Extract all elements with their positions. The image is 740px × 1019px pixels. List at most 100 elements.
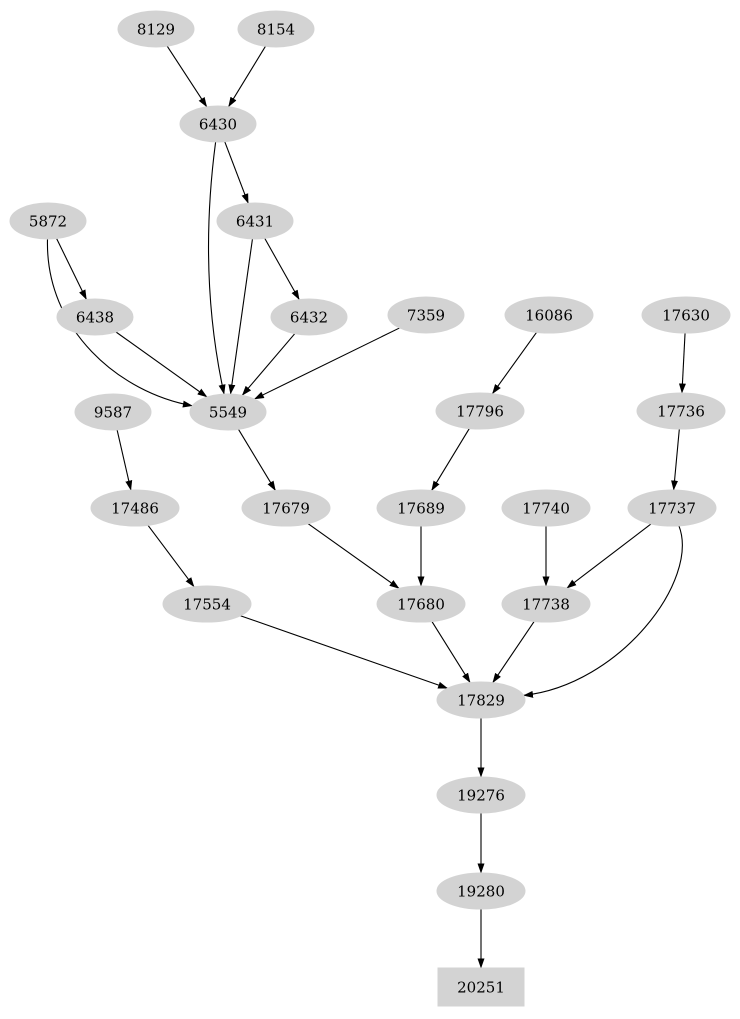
graph-node-17680: 17680 <box>376 585 466 623</box>
node-label-20251: 20251 <box>457 978 505 996</box>
edge-17796-17689 <box>431 428 470 491</box>
node-label-9587: 9587 <box>94 403 132 421</box>
graph-node-17829: 17829 <box>436 681 526 719</box>
node-label-7359: 7359 <box>407 306 445 324</box>
graph-node-17486: 17486 <box>90 489 180 527</box>
node-ellipse-16086 <box>504 296 594 334</box>
node-label-17554: 17554 <box>183 595 231 613</box>
node-label-8129: 8129 <box>137 20 175 38</box>
edge-9587-17486 <box>116 429 133 491</box>
graph-node-6432: 6432 <box>270 298 348 336</box>
node-ellipse-19280 <box>436 872 526 910</box>
edge-6431-5549 <box>228 238 254 395</box>
node-label-17486: 17486 <box>111 499 159 517</box>
graph-node-5549: 5549 <box>189 393 267 431</box>
node-label-5549: 5549 <box>209 403 247 421</box>
node-ellipse-5549 <box>189 393 267 431</box>
node-ellipse-17737 <box>627 489 717 527</box>
graph-node-17737: 17737 <box>627 489 717 527</box>
node-ellipse-6431 <box>216 202 294 240</box>
edge-17737-17738 <box>566 523 652 589</box>
node-ellipse-6432 <box>270 298 348 336</box>
node-label-17689: 17689 <box>397 499 445 517</box>
graph-node-17679: 17679 <box>241 489 331 527</box>
node-ellipse-17554 <box>162 585 252 623</box>
node-ellipse-17630 <box>641 296 731 334</box>
graph-node-7359: 7359 <box>387 296 465 334</box>
node-ellipse-19276 <box>436 776 526 814</box>
graph-node-8129: 8129 <box>117 10 195 48</box>
node-ellipse-17679 <box>241 489 331 527</box>
node-label-17737: 17737 <box>648 499 696 517</box>
graph-node-17796: 17796 <box>435 392 525 430</box>
edge-5549-17679 <box>237 429 276 491</box>
node-label-17736: 17736 <box>657 402 705 420</box>
node-box-20251 <box>437 967 525 1007</box>
edge-8154-6430 <box>228 46 266 108</box>
graph-node-16086: 16086 <box>504 296 594 334</box>
node-label-17738: 17738 <box>522 595 570 613</box>
node-label-8154: 8154 <box>257 20 295 38</box>
edge-17554-17829 <box>240 615 449 689</box>
node-label-6438: 6438 <box>76 308 114 326</box>
node-ellipse-8129 <box>117 10 195 48</box>
node-label-17680: 17680 <box>397 595 445 613</box>
graph-node-5872: 5872 <box>9 202 87 240</box>
graph-node-20251: 20251 <box>437 967 525 1007</box>
node-ellipse-9587 <box>74 393 152 431</box>
node-ellipse-6438 <box>56 298 134 336</box>
node-label-17679: 17679 <box>262 499 310 517</box>
edge-17680-17829 <box>431 621 471 683</box>
node-ellipse-17740 <box>501 489 591 527</box>
node-ellipse-8154 <box>237 10 315 48</box>
edges-layer <box>46 45 686 969</box>
edge-16086-17796 <box>491 331 538 395</box>
graph-node-17738: 17738 <box>501 585 591 623</box>
edge-17679-17680 <box>307 523 400 589</box>
node-ellipse-6430 <box>179 105 257 143</box>
edge-5872-6438 <box>56 238 87 300</box>
graph-node-17554: 17554 <box>162 585 252 623</box>
edge-5872-5549 <box>46 238 193 408</box>
nodes-layer: 8129 8154 6430 5872 6431 6438 6432 7359 16086 176… <box>9 10 731 1007</box>
node-label-16086: 16086 <box>525 306 573 324</box>
node-ellipse-5872 <box>9 202 87 240</box>
edge-6438-5549 <box>115 331 208 398</box>
node-label-19280: 19280 <box>457 882 505 900</box>
node-label-17630: 17630 <box>662 306 710 324</box>
graph-node-17630: 17630 <box>641 296 731 334</box>
node-ellipse-17796 <box>435 392 525 430</box>
graph-node-17689: 17689 <box>376 489 466 527</box>
node-label-6432: 6432 <box>290 308 328 326</box>
edge-7359-5549 <box>253 327 400 400</box>
graph-node-6430: 6430 <box>179 105 257 143</box>
edge-6430-5549 <box>208 141 226 395</box>
node-ellipse-17486 <box>90 489 180 527</box>
graph-node-8154: 8154 <box>237 10 315 48</box>
node-ellipse-17829 <box>436 681 526 719</box>
node-label-17740: 17740 <box>522 499 570 517</box>
graph-node-17740: 17740 <box>501 489 591 527</box>
graph-node-17736: 17736 <box>636 392 726 430</box>
edge-6430-6431 <box>224 141 249 204</box>
edge-8129-6430 <box>166 45 208 108</box>
edge-17486-17554 <box>147 524 195 588</box>
node-ellipse-17689 <box>376 489 466 527</box>
edge-17738-17829 <box>492 621 535 684</box>
graph-node-6431: 6431 <box>216 202 294 240</box>
edge-6432-5549 <box>241 333 296 396</box>
edge-17737-17829 <box>523 525 683 698</box>
edge-17736-17737 <box>671 428 680 491</box>
node-ellipse-17680 <box>376 585 466 623</box>
node-ellipse-7359 <box>387 296 465 334</box>
node-label-19276: 19276 <box>457 786 505 804</box>
edge-17630-17736 <box>678 332 686 394</box>
edge-6431-6432 <box>264 238 300 301</box>
node-ellipse-17738 <box>501 585 591 623</box>
node-label-6431: 6431 <box>236 212 274 230</box>
graph-node-6438: 6438 <box>56 298 134 336</box>
graph-node-9587: 9587 <box>74 393 152 431</box>
graph-node-19276: 19276 <box>436 776 526 814</box>
